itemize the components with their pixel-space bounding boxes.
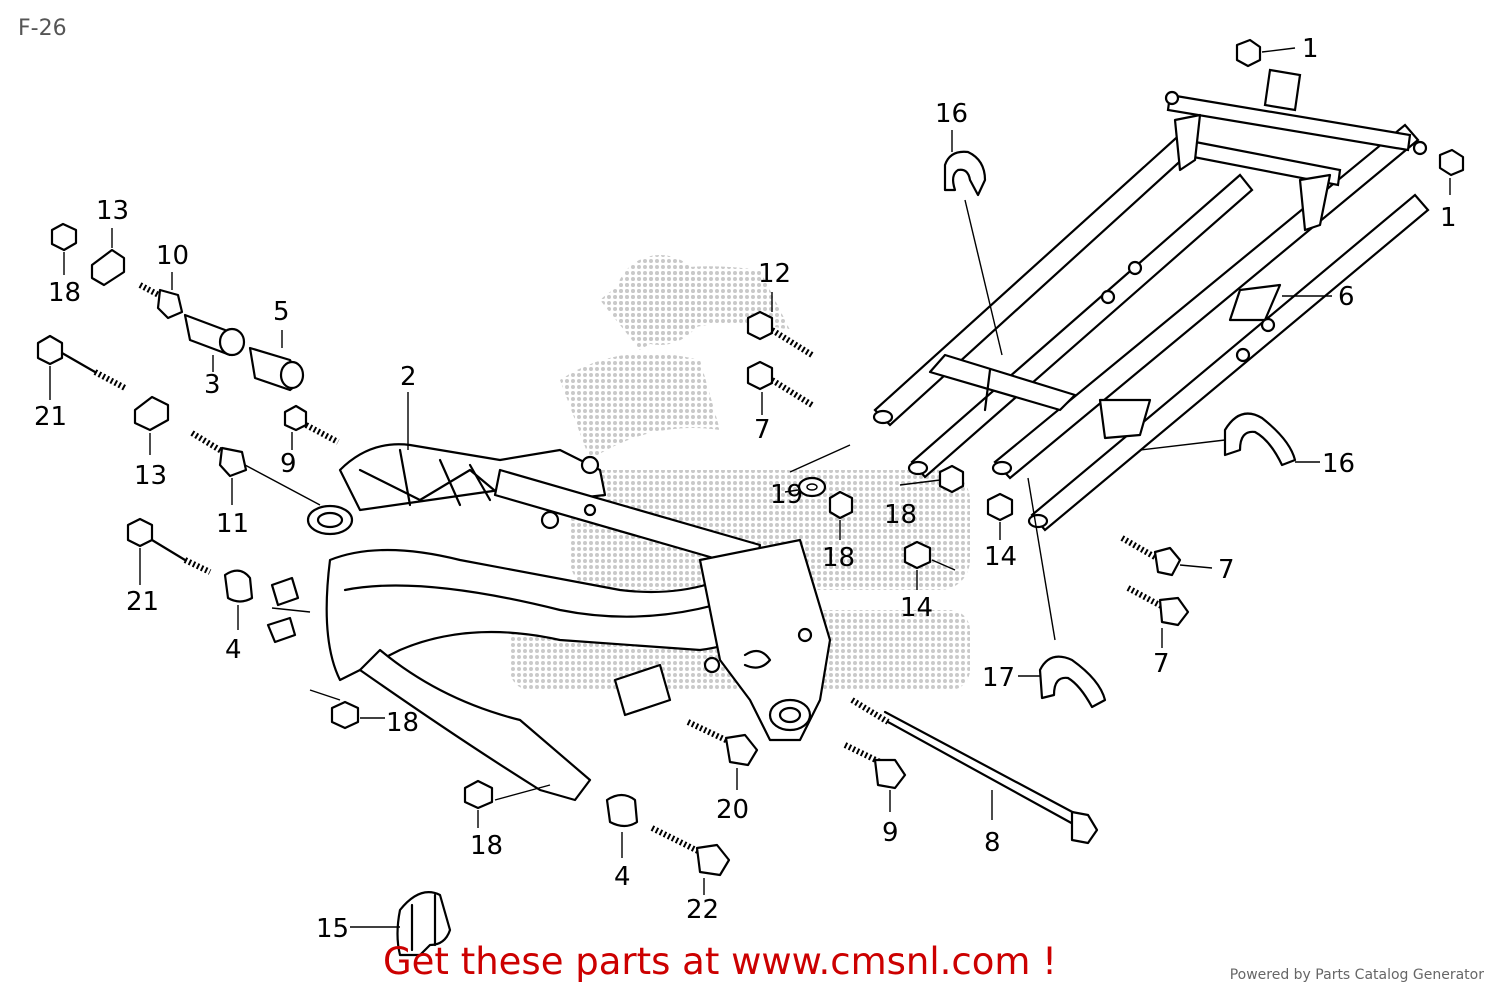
callout-6: 6 [1338,282,1355,312]
callout-1: 1 [1302,34,1319,64]
callout-21: 21 [34,402,67,432]
callout-18: 18 [386,708,419,738]
nut-18-lower-left [309,689,385,730]
bolt-10 [138,272,184,320]
callout-1: 1 [1440,203,1457,233]
callout-labels: 1 1 2 3 4 4 5 6 7 7 7 8 9 9 10 11 12 13 … [34,34,1457,944]
callout-9: 9 [280,449,297,479]
rubber-4-left [223,569,254,630]
callout-12: 12 [758,259,791,289]
bolt-11 [190,430,321,506]
callout-17: 17 [982,663,1015,693]
nut-14-right [986,492,1014,540]
callout-21: 21 [126,587,159,617]
callout-18: 18 [48,278,81,308]
callout-18: 18 [470,831,503,861]
leader-4-bracket [271,607,311,613]
frame-bracket [266,616,297,644]
bolt-12 [746,292,814,358]
frame-bracket-upper [270,576,300,607]
buy-parts-link[interactable]: Get these parts at www.cmsnl.com ! [383,940,1058,983]
nut-18-right [899,464,965,494]
bolt-9-right [843,742,907,812]
main-frame [306,443,832,802]
callout-8: 8 [984,828,1001,858]
clamp-16-right [1139,412,1320,467]
nut-1-top [1235,38,1296,68]
bolt-21-top [36,334,127,400]
callout-16: 16 [935,99,968,129]
callout-14: 14 [984,542,1017,572]
callout-7: 7 [1218,555,1235,585]
callout-5: 5 [273,297,290,327]
callout-11: 11 [216,509,249,539]
nut-1-right [1438,148,1465,195]
bolt-22 [650,825,731,895]
bolt-20 [686,719,759,790]
callout-13: 13 [134,461,167,491]
nut-18-center [828,490,854,540]
callout-10: 10 [156,241,189,271]
bolt-7-right-top [1120,535,1213,577]
callout-2: 2 [400,362,417,392]
watermark-logo [510,255,970,690]
callout-4: 4 [225,635,242,665]
collar-13-top [90,228,126,287]
nut-14-center [903,540,956,590]
bolt-7-center [746,360,814,415]
rear-subframe [872,68,1430,532]
callout-7: 7 [754,415,771,445]
washer-19 [784,444,851,498]
collar-13-mid [133,395,170,455]
bolt-7-right-bottom [1126,585,1190,648]
bolt-8 [850,697,1099,845]
clamp-17 [1018,477,1107,709]
callout-13: 13 [96,196,129,226]
bolt-21-bottom [126,517,212,585]
spacer-3 [183,313,246,372]
callout-7: 7 [1153,649,1170,679]
callout-18: 18 [884,500,917,530]
diagram-code: F-26 [18,16,67,41]
callout-16: 16 [1322,449,1355,479]
callout-19: 19 [770,480,803,510]
clamp-15 [350,891,452,957]
callout-20: 20 [716,795,749,825]
callout-4: 4 [614,862,631,892]
spacer-5 [248,330,305,392]
callout-15: 15 [316,914,349,944]
callout-14: 14 [900,593,933,623]
callout-9: 9 [882,818,899,848]
nut-18-bottom [463,779,551,828]
powered-by-label: Powered by Parts Catalog Generator [1229,967,1484,983]
bolt-9-left [283,404,340,450]
callout-18: 18 [822,543,855,573]
callout-3: 3 [204,370,221,400]
nut-18-top-left [50,222,78,275]
rubber-4-bottom [605,793,639,858]
clamp-16-top [943,130,1003,356]
callout-22: 22 [686,895,719,925]
